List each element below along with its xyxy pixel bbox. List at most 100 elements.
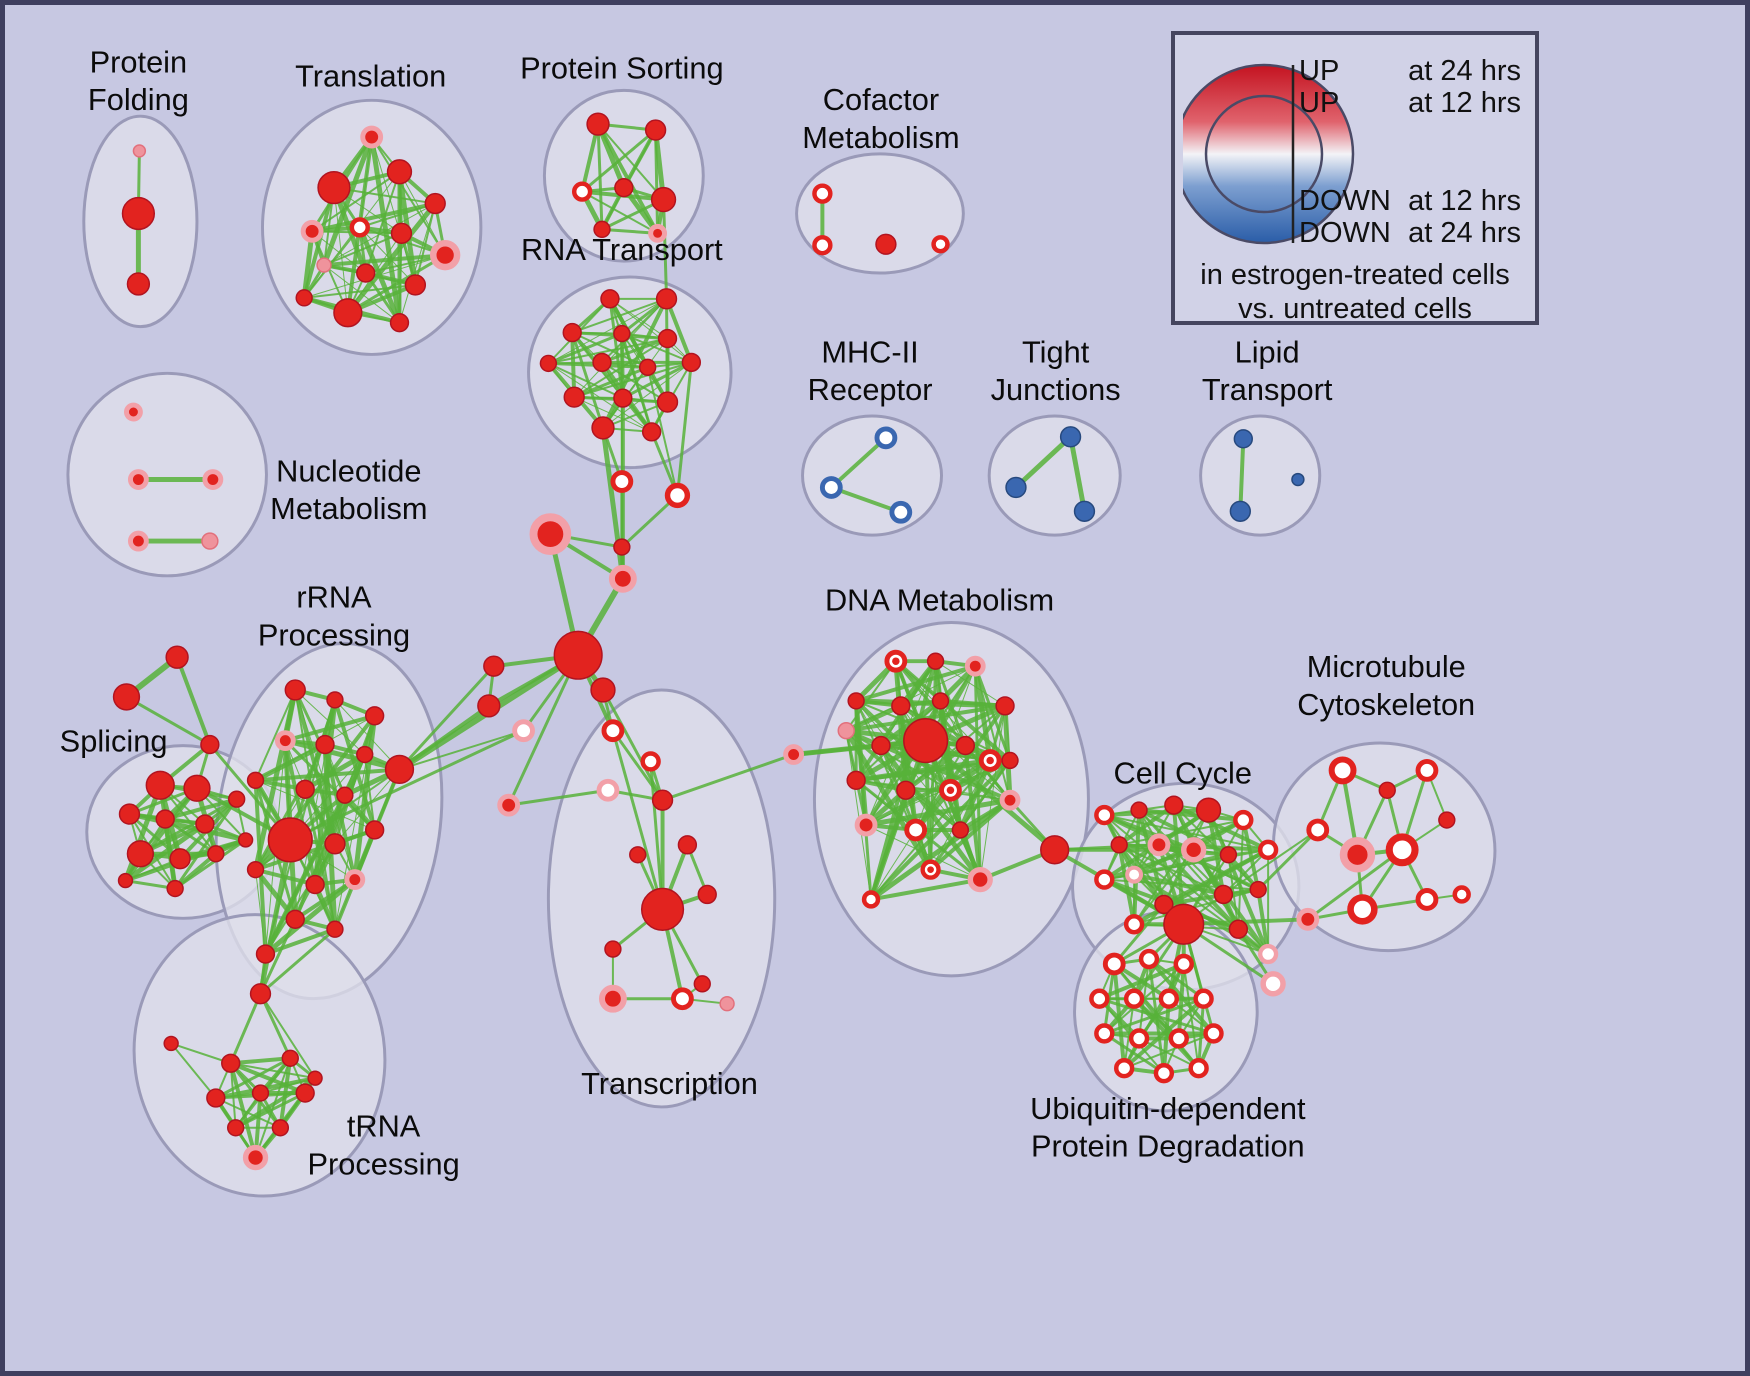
network-edge bbox=[253, 767, 402, 783]
legend-up-24-time: at 24 hrs bbox=[1408, 55, 1521, 87]
network-node bbox=[1415, 759, 1439, 782]
network-node bbox=[207, 845, 225, 863]
cluster-label-protein-sorting: Protein Sorting bbox=[520, 50, 724, 85]
network-node bbox=[1110, 836, 1128, 854]
network-node bbox=[127, 469, 149, 490]
network-node bbox=[117, 872, 134, 889]
network-node bbox=[333, 298, 363, 328]
network-node bbox=[1168, 1028, 1189, 1049]
network-node bbox=[1125, 865, 1144, 884]
network-node bbox=[657, 328, 678, 349]
network-node bbox=[281, 1049, 299, 1067]
network-node bbox=[1173, 953, 1194, 975]
network-node bbox=[837, 722, 855, 740]
network-node bbox=[344, 869, 366, 891]
network-node bbox=[1203, 1023, 1224, 1044]
legend-dial bbox=[1183, 63, 1355, 245]
network-edge bbox=[853, 757, 993, 783]
legend-down-12-time: at 12 hrs bbox=[1408, 185, 1521, 217]
network-node bbox=[274, 730, 296, 752]
network-edge bbox=[1241, 818, 1261, 892]
network-node bbox=[1228, 919, 1249, 939]
network-edge bbox=[332, 186, 437, 205]
network-node bbox=[604, 940, 622, 958]
network-node bbox=[336, 786, 354, 804]
network-node bbox=[1153, 1063, 1175, 1084]
network-node bbox=[1296, 907, 1320, 931]
network-node bbox=[1213, 884, 1234, 905]
network-node bbox=[165, 645, 189, 669]
network-edge bbox=[1013, 434, 1074, 490]
network-node bbox=[629, 846, 647, 864]
network-node bbox=[112, 683, 141, 711]
network-edge bbox=[259, 927, 337, 996]
network-node bbox=[326, 691, 344, 709]
network-node bbox=[356, 745, 374, 764]
network-edge bbox=[229, 992, 262, 1065]
network-node bbox=[697, 884, 717, 905]
legend-up-12-time: at 12 hrs bbox=[1408, 87, 1521, 119]
network-node bbox=[896, 780, 916, 800]
network-edge bbox=[1097, 961, 1186, 1001]
network-node bbox=[360, 125, 384, 149]
network-node bbox=[295, 1083, 315, 1103]
network-node bbox=[995, 696, 1015, 716]
network-node bbox=[590, 677, 616, 703]
network-node bbox=[429, 239, 461, 271]
network-node bbox=[1291, 472, 1305, 487]
network-edge bbox=[302, 752, 368, 792]
network-node bbox=[356, 263, 376, 283]
network-edge bbox=[311, 230, 349, 314]
network-node bbox=[1094, 1023, 1115, 1044]
network-edge bbox=[259, 992, 292, 1060]
network-node bbox=[384, 754, 415, 785]
network-node bbox=[166, 879, 184, 898]
network-edge bbox=[829, 435, 888, 490]
network-node bbox=[227, 790, 246, 808]
network-edge bbox=[358, 202, 437, 229]
network-edge bbox=[1102, 997, 1206, 1035]
network-node bbox=[1102, 952, 1126, 976]
network-edge bbox=[138, 797, 239, 856]
network-node bbox=[861, 890, 881, 909]
network-edge bbox=[1176, 961, 1186, 1041]
network-node bbox=[1163, 903, 1205, 945]
network-node bbox=[307, 1070, 323, 1086]
network-node bbox=[553, 630, 603, 680]
network-node bbox=[271, 1119, 290, 1137]
network-node bbox=[964, 655, 986, 677]
network-node bbox=[640, 751, 661, 772]
network-node bbox=[1347, 894, 1378, 925]
network-node bbox=[1378, 781, 1396, 799]
network-node bbox=[1233, 429, 1253, 449]
network-edge bbox=[283, 713, 377, 743]
network-node bbox=[783, 744, 805, 765]
network-node bbox=[648, 223, 668, 243]
network-node bbox=[1158, 988, 1180, 1009]
network-node bbox=[693, 975, 711, 993]
network-node bbox=[951, 821, 970, 839]
network-edge bbox=[581, 190, 659, 235]
network-edge bbox=[214, 1097, 282, 1129]
network-node bbox=[132, 144, 147, 158]
network-edge bbox=[854, 664, 978, 703]
network-node bbox=[1128, 1028, 1150, 1049]
network-edge bbox=[253, 742, 328, 783]
network-edge bbox=[310, 201, 438, 234]
network-edge bbox=[571, 297, 668, 334]
legend-up-12-label: UP bbox=[1299, 87, 1340, 119]
network-node bbox=[592, 352, 612, 373]
network-node bbox=[169, 848, 191, 870]
network-edge bbox=[1171, 803, 1271, 852]
network-node bbox=[497, 793, 521, 817]
network-node bbox=[121, 196, 156, 231]
network-node bbox=[364, 820, 385, 840]
